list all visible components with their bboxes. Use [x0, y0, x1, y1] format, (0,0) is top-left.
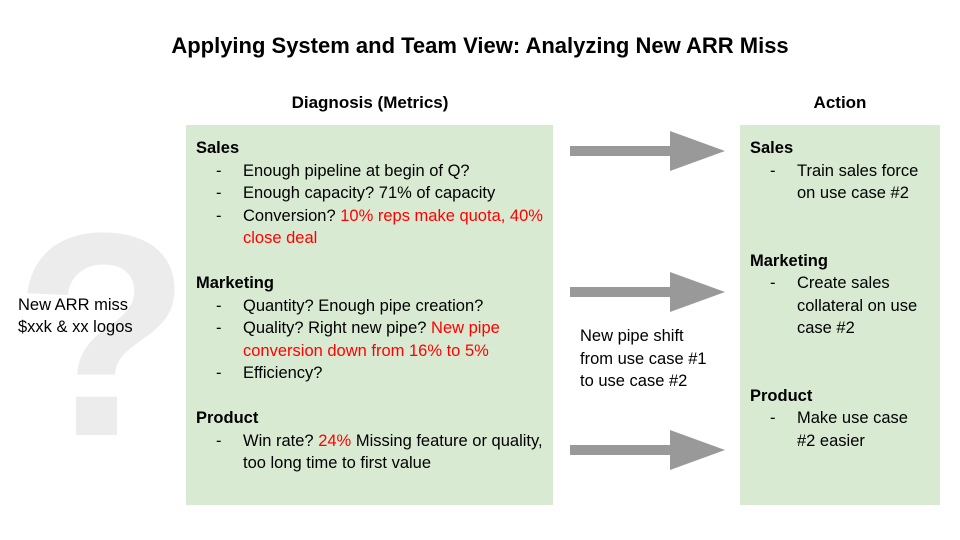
list-item: Win rate? 24% Missing feature or quality…: [196, 430, 543, 475]
diagnosis-product-list: Win rate? 24% Missing feature or quality…: [196, 430, 543, 475]
list-item: Train sales force on use case #2: [750, 160, 930, 205]
diagnosis-sales-heading: Sales: [196, 139, 240, 157]
arrow-right-icon: [570, 430, 725, 470]
list-item: Efficiency?: [196, 362, 543, 385]
arr-miss-line1: New ARR miss: [18, 296, 129, 314]
action-box: Sales Train sales force on use case #2 M…: [740, 125, 940, 505]
list-item: Create sales collateral on use case #2: [750, 272, 930, 340]
highlight-text: New pipe conversion down from 16% to 5%: [243, 319, 500, 360]
item-text: Conversion?: [243, 206, 341, 225]
slide-title: Applying System and Team View: Analyzing…: [171, 33, 789, 58]
diagnosis-marketing-heading: Marketing: [196, 274, 274, 292]
list-item: Enough capacity? 71% of capacity: [196, 182, 543, 205]
arr-miss-label: New ARR miss $xxk & xx logos: [18, 294, 133, 338]
list-item: Conversion? 10% reps make quota, 40% clo…: [196, 205, 543, 250]
highlight-text: 24%: [318, 431, 352, 450]
list-item: Quality? Right new pipe? New pipe conver…: [196, 317, 543, 362]
item-text: Quality? Right new pipe?: [243, 319, 432, 337]
action-heading: Action: [813, 93, 867, 112]
diagnosis-heading: Diagnosis (Metrics): [291, 93, 449, 112]
action-sales-heading: Sales: [750, 139, 794, 157]
arr-miss-line2: $xxk & xx logos: [18, 318, 133, 336]
diagnosis-marketing-list: Quantity? Enough pipe creation? Quality?…: [196, 295, 543, 385]
list-item: Enough pipeline at begin of Q?: [196, 160, 543, 183]
arrow-right-icon: [570, 131, 725, 171]
arrow-right-icon: [570, 272, 725, 312]
item-text: Missing feature or quality, too long tim…: [243, 431, 543, 473]
highlight-text: 10% reps make quota, 40% close deal: [243, 206, 543, 248]
action-marketing-list: Create sales collateral on use case #2: [750, 272, 930, 340]
action-product-heading: Product: [750, 386, 813, 405]
action-sales-list: Train sales force on use case #2: [750, 160, 930, 205]
action-product-list: Make use case #2 easier: [750, 407, 930, 452]
item-text: Win rate?: [243, 431, 319, 450]
diagnosis-box: Sales Enough pipeline at begin of Q? Eno…: [186, 125, 553, 505]
pipe-shift-note: New pipe shift from use case #1 to use c…: [580, 327, 707, 390]
diagnosis-sales-list: Enough pipeline at begin of Q? Enough ca…: [196, 160, 543, 250]
action-marketing-heading: Marketing: [750, 251, 828, 270]
diagnosis-product-heading: Product: [196, 409, 259, 427]
question-mark-icon: ?: [14, 173, 192, 497]
list-item: Make use case #2 easier: [750, 407, 930, 452]
list-item: Quantity? Enough pipe creation?: [196, 295, 543, 318]
